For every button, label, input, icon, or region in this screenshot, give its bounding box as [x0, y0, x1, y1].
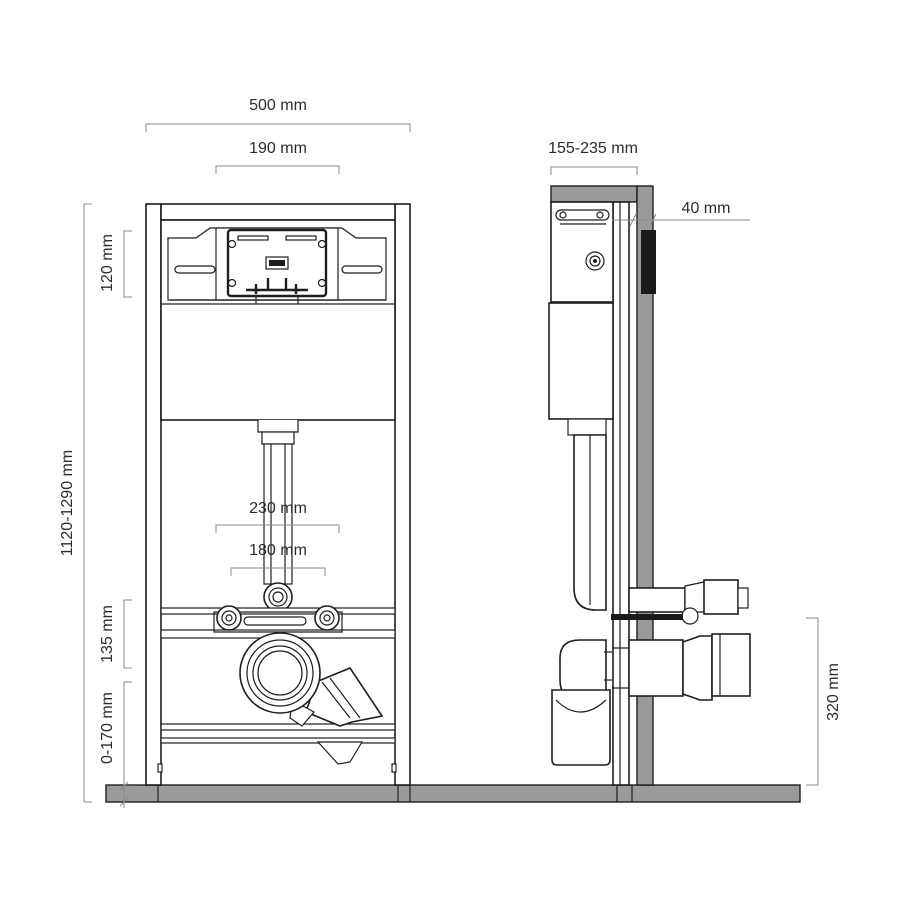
wall-cap — [550, 185, 638, 203]
left-upright — [145, 203, 162, 786]
dim-height-feet: 0-170 mm — [99, 692, 116, 764]
wall — [636, 185, 654, 786]
dim-depth: 155-235 mm — [548, 140, 638, 157]
right-upright — [394, 203, 411, 786]
front-view — [145, 203, 411, 786]
dim-height-plate: 120 mm — [99, 234, 116, 292]
dim-height-total: 1120-1290 mm — [59, 450, 76, 556]
top-rail — [160, 203, 396, 221]
dim-wall-thickness: 40 mm — [682, 200, 731, 217]
dim-width-total: 500 mm — [249, 97, 307, 114]
dim-outlet-height: 320 mm — [825, 663, 842, 721]
dim-width-connections-outer: 230 mm — [249, 500, 307, 517]
dim-width-flush-plate: 190 mm — [249, 140, 307, 157]
dim-width-connections-inner: 180 mm — [249, 542, 307, 559]
dim-height-fixing: 135 mm — [99, 605, 116, 663]
floor-slab — [105, 784, 801, 803]
side-view — [548, 185, 751, 786]
fixing-rail-upper — [160, 607, 396, 615]
